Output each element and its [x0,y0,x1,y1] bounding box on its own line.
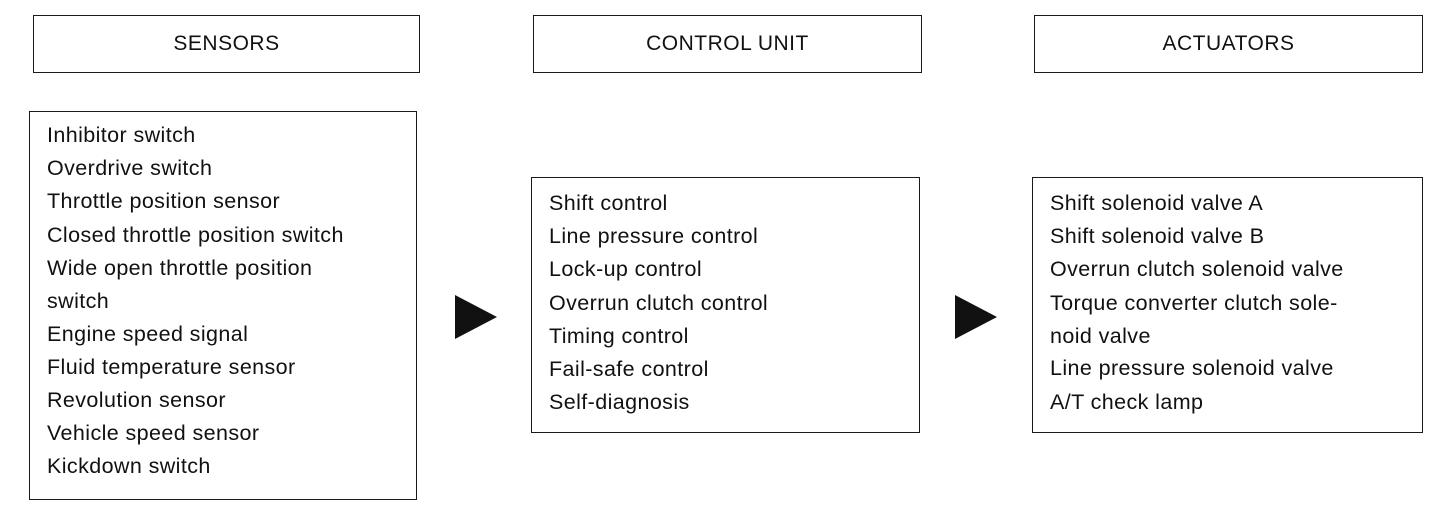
actuator-item: Line pressure solenoid valve [1050,356,1334,381]
actuators-header-label: ACTUATORS [1162,32,1295,55]
actuators-list-box: Shift solenoid valve A Shift solenoid va… [1032,177,1423,433]
sensor-item: Vehicle speed sensor [47,421,260,446]
actuator-item: noid valve [1050,323,1151,348]
sensors-header-label: SENSORS [173,32,280,55]
actuators-list: Shift solenoid valve A Shift solenoid va… [1050,187,1422,419]
control-unit-list-box: Shift control Line pressure control Lock… [531,177,920,433]
control-item: Line pressure control [549,224,759,249]
sensor-item: Fluid temperature sensor [47,354,296,379]
sensor-item: switch [47,289,110,314]
control-item: Self-diagnosis [549,390,690,415]
actuator-item: Overrun clutch solenoid valve [1050,257,1344,282]
sensor-item: Overdrive switch [47,156,213,181]
control-unit-list: Shift control Line pressure control Lock… [549,187,919,419]
sensor-item: Wide open throttle position [47,255,313,280]
actuator-item: Torque converter clutch sole- [1050,290,1338,315]
sensor-item: Engine speed signal [47,321,249,346]
actuator-item: Shift solenoid valve A [1050,191,1264,215]
control-item: Fail-safe control [549,357,709,382]
sensor-item: Closed throttle position switch [47,222,344,247]
control-unit-header-box: CONTROL UNIT [533,15,922,73]
control-item: Overrun clutch control [549,290,769,315]
control-unit-header-label: CONTROL UNIT [646,32,809,55]
sensors-list: Inhibitor switch Overdrive switch Thrott… [47,119,416,484]
sensor-item: Revolution sensor [47,388,226,413]
sensors-header-box: SENSORS [33,15,420,73]
sensor-item: Kickdown switch [47,454,211,479]
sensor-item: Inhibitor switch [47,123,196,147]
actuators-header-box: ACTUATORS [1034,15,1423,73]
flow-arrow-icon [455,295,497,339]
control-item: Timing control [549,323,689,348]
flow-arrow-icon [955,295,997,339]
actuator-item: Shift solenoid valve B [1050,224,1265,249]
control-item: Lock-up control [549,257,702,282]
sensor-item: Throttle position sensor [47,189,281,214]
control-item: Shift control [549,191,668,215]
sensors-list-box: Inhibitor switch Overdrive switch Thrott… [29,111,417,500]
actuator-item: A/T check lamp [1050,389,1204,414]
